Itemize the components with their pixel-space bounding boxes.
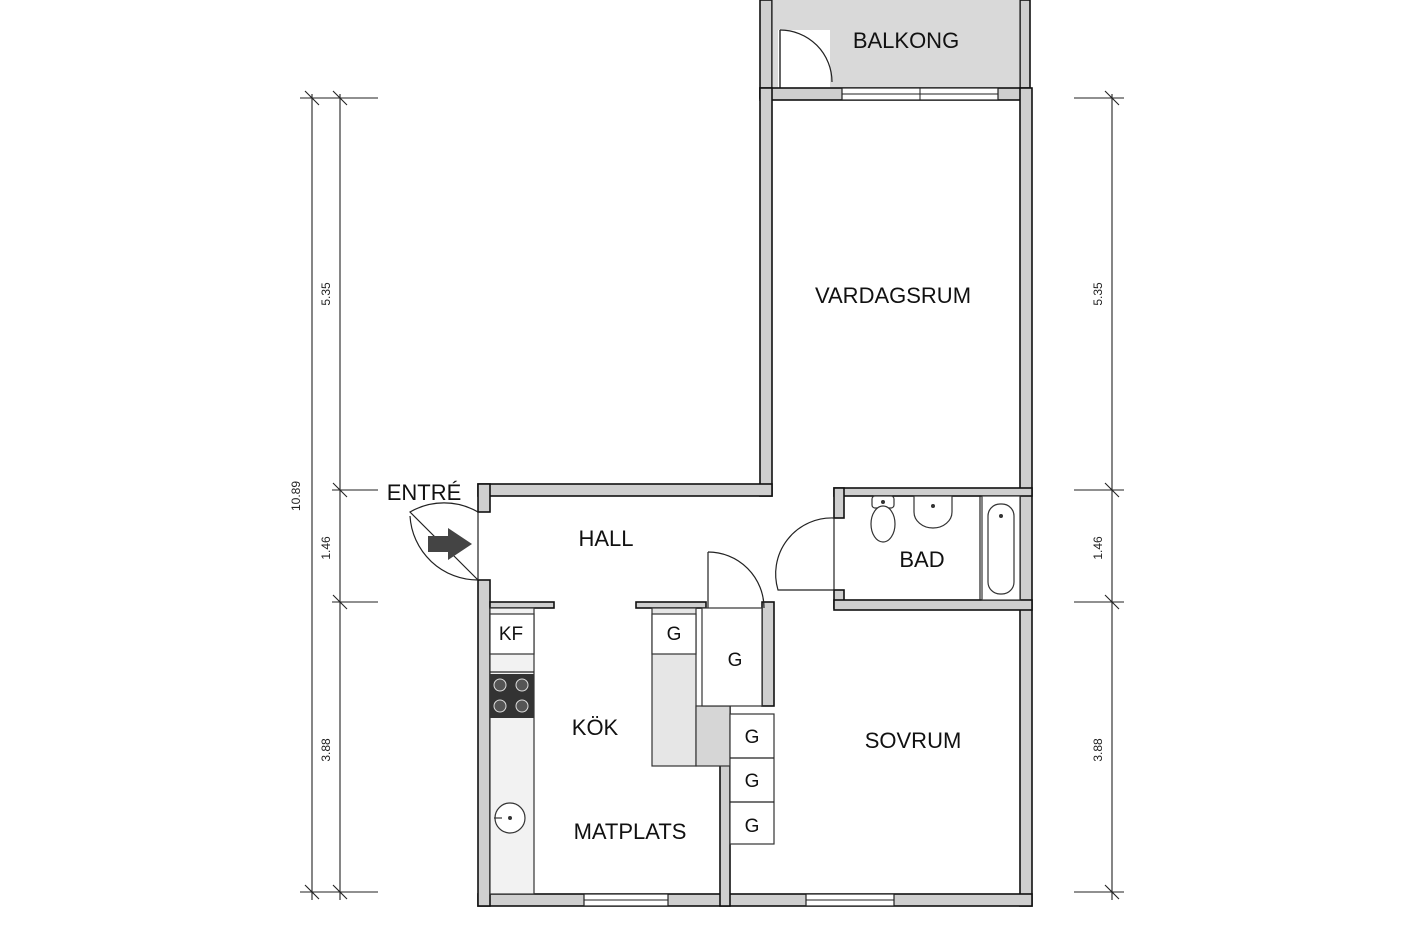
bedroom-window <box>805 893 895 907</box>
bath-label: BAD <box>899 547 944 572</box>
right-dimensions <box>1074 90 1124 900</box>
entrance-arrow <box>428 528 472 560</box>
kitchen-label: KÖK <box>572 715 619 740</box>
hall-label: HALL <box>578 526 633 551</box>
entrance-label: ENTRÉ <box>387 480 462 505</box>
wardrobes <box>651 607 775 845</box>
wardrobe-label: G <box>745 816 760 837</box>
living-window <box>841 87 999 101</box>
living-room-label: VARDAGSRUM <box>815 283 971 308</box>
toilet-icon <box>870 495 896 543</box>
entrance-door <box>409 502 479 581</box>
balcony-label: BALKONG <box>853 28 959 53</box>
windows <box>583 87 999 907</box>
balcony <box>759 0 1031 99</box>
wardrobe-door <box>707 551 765 609</box>
kitchen-counter <box>489 607 535 895</box>
dimension-middle-right: 1.46 <box>1091 536 1105 560</box>
wardrobe-label: G <box>745 727 760 748</box>
balcony-door <box>778 29 833 90</box>
left-dimensions <box>300 90 378 900</box>
washbasin-icon <box>913 495 953 529</box>
dimension-total-left: 10.89 <box>289 481 303 511</box>
bedroom-label: SOVRUM <box>865 728 962 753</box>
sink-icon <box>494 802 526 834</box>
wardrobe-label: G <box>667 624 682 645</box>
fridge-freezer-label: KF <box>499 624 523 645</box>
fridge-freezer <box>489 613 535 655</box>
dining-label: MATPLATS <box>574 819 687 844</box>
wardrobe-label: G <box>728 650 743 671</box>
dimension-lower-left: 3.88 <box>319 738 333 762</box>
wardrobe-label: G <box>745 771 760 792</box>
dimension-middle-left: 1.46 <box>319 536 333 560</box>
kitchen-window <box>583 893 669 907</box>
dimension-lower-right: 3.88 <box>1091 738 1105 762</box>
stove-icon <box>490 674 534 718</box>
bath-door <box>775 517 835 591</box>
bathtub-icon <box>981 495 1021 601</box>
dimension-upper-right: 5.35 <box>1091 282 1105 306</box>
dimension-upper-left: 5.35 <box>319 282 333 306</box>
